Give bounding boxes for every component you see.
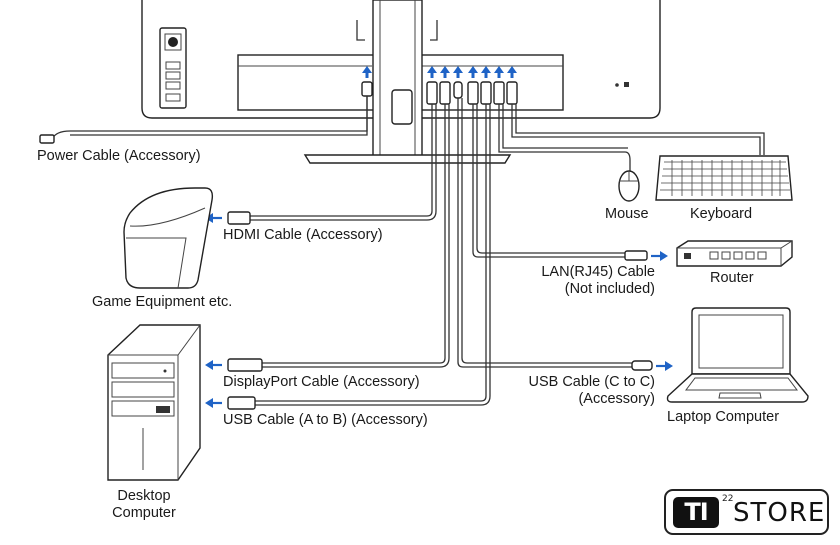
mouse-drawing <box>618 170 640 202</box>
label-desktop-line2: Computer <box>112 505 176 521</box>
logo-mark: TI <box>673 497 719 528</box>
logo-text: STORE <box>733 498 826 528</box>
label-usb-cc-line2: (Accessory) <box>578 391 655 407</box>
laptop-drawing <box>666 307 809 403</box>
label-lan-line2: (Not included) <box>564 281 655 297</box>
label-usb-cc-line1: USB Cable (C to C) <box>528 374 655 390</box>
label-displayport-cable: DisplayPort Cable (Accessory) <box>223 374 420 390</box>
label-router: Router <box>710 270 754 286</box>
label-usb-cc-cable: USB Cable (C to C) (Accessory) <box>500 374 655 408</box>
label-laptop: Laptop Computer <box>667 409 780 425</box>
logo-superscript: 22 <box>722 494 734 504</box>
plugs <box>39 134 673 410</box>
monitor-back <box>141 0 661 164</box>
label-desktop-computer: Desktop Computer <box>104 488 184 522</box>
game-equipment-drawing <box>123 187 214 289</box>
label-usb-ab-cable: USB Cable (A to B) (Accessory) <box>223 412 428 428</box>
cables <box>51 96 765 406</box>
label-mouse: Mouse <box>605 206 649 222</box>
store-logo: TI 22 STORE <box>664 489 829 535</box>
desktop-computer-drawing <box>107 324 201 481</box>
label-lan-cable: LAN(RJ45) Cable (Not included) <box>500 264 655 298</box>
keyboard-drawing <box>655 155 793 201</box>
label-desktop-line1: Desktop <box>117 488 171 504</box>
label-keyboard: Keyboard <box>690 206 753 222</box>
label-game-equipment: Game Equipment etc. <box>92 294 233 310</box>
label-lan-line1: LAN(RJ45) Cable <box>541 264 655 280</box>
router-drawing <box>676 240 793 267</box>
label-power-cable: Power Cable (Accessory) <box>37 148 201 164</box>
label-hdmi-cable: HDMI Cable (Accessory) <box>223 227 383 243</box>
